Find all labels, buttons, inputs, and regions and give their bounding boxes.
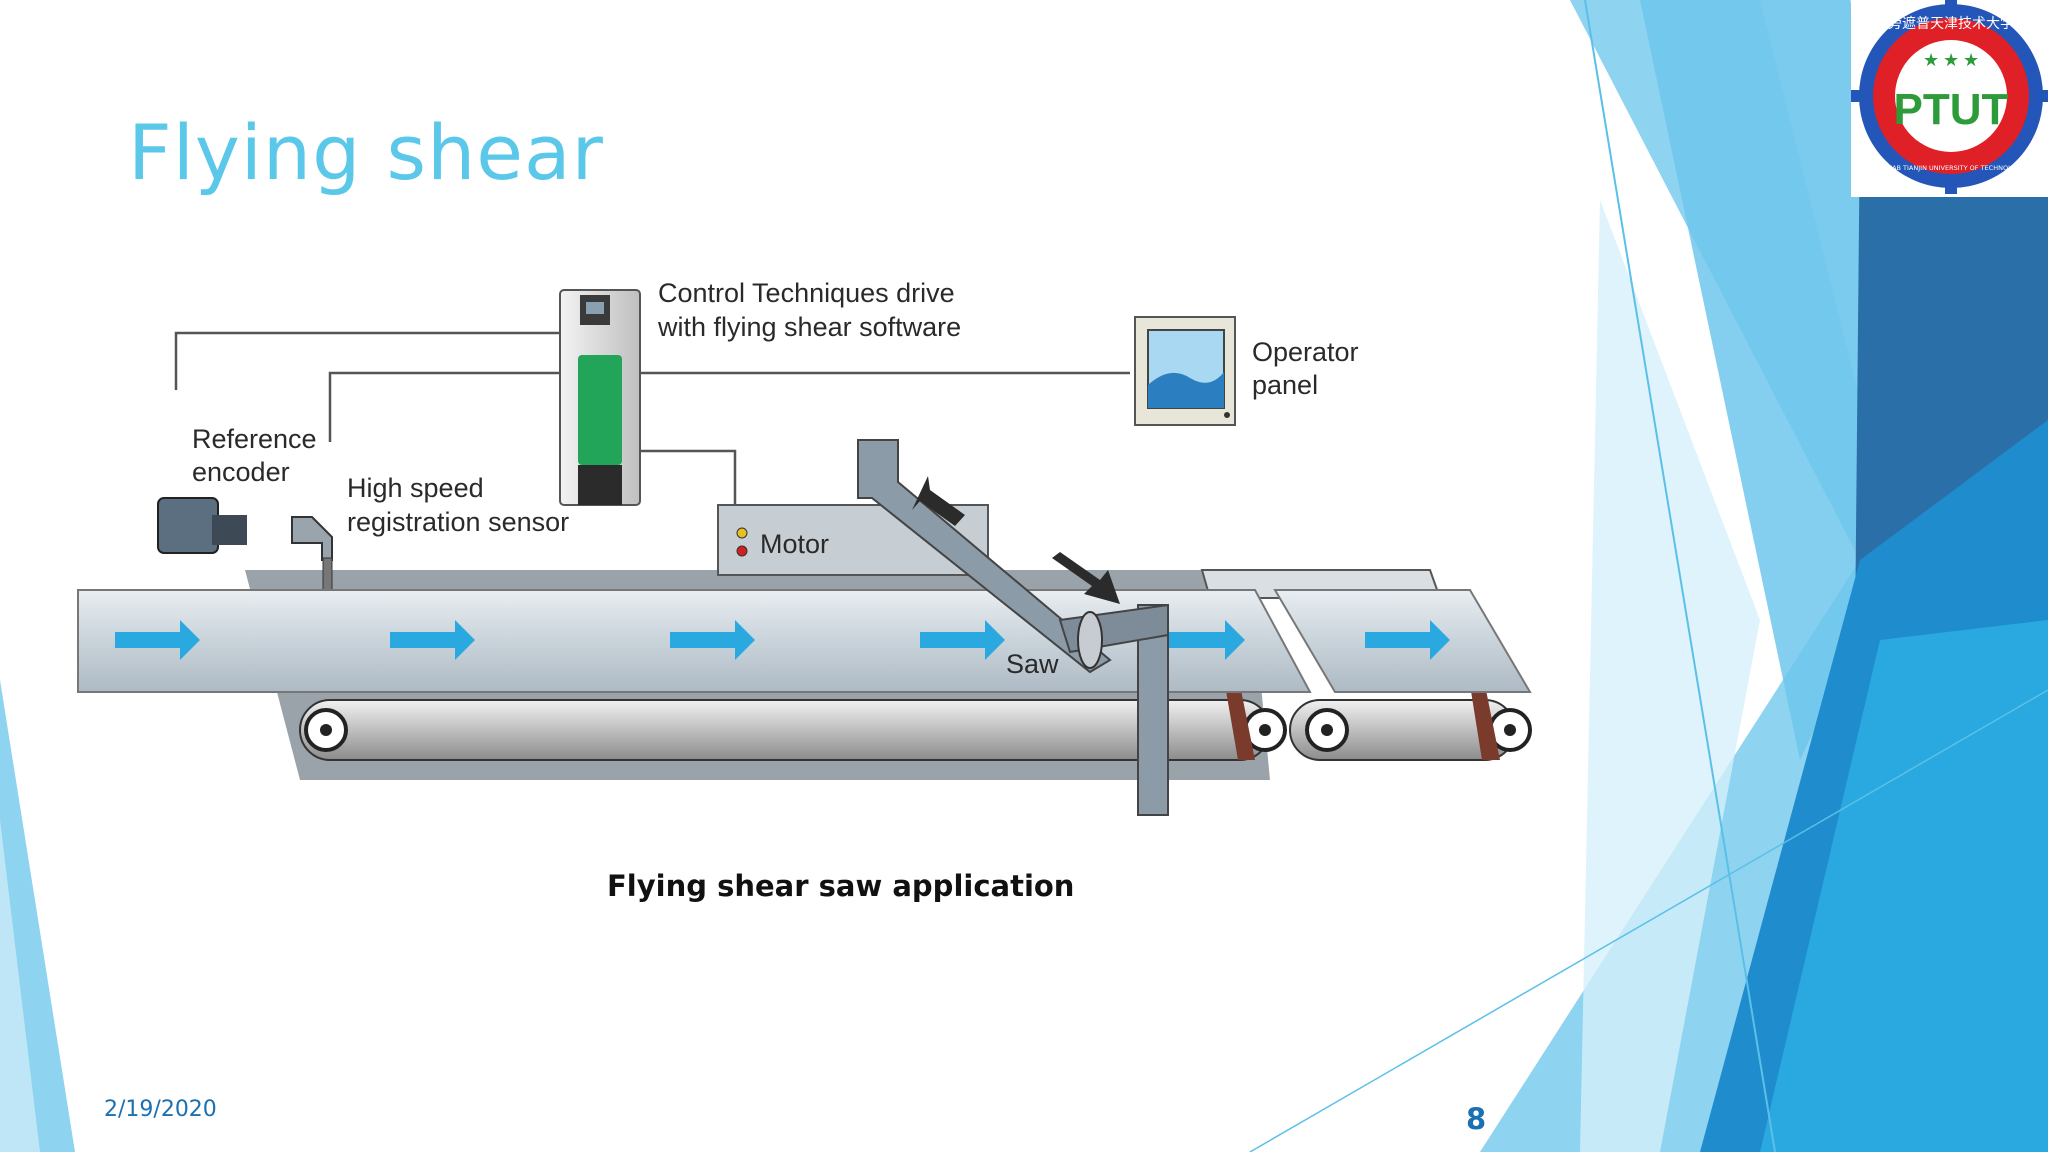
drive-label-line2: with flying shear software bbox=[657, 312, 961, 342]
slide-date: 2/19/2020 bbox=[104, 1097, 217, 1122]
flow-arrows bbox=[115, 620, 1450, 660]
svg-text:★: ★ bbox=[1923, 50, 1939, 71]
svg-text:★: ★ bbox=[1943, 50, 1959, 71]
page-number: 8 bbox=[1466, 1102, 1487, 1136]
motor-label: Motor bbox=[760, 529, 829, 559]
motion-arrow-up bbox=[912, 476, 965, 526]
flow-arrow-6 bbox=[1365, 620, 1450, 660]
encoder-label-line1: Reference bbox=[192, 424, 317, 454]
drive-label-line1: Control Techniques drive bbox=[658, 278, 955, 308]
right-facet-pale bbox=[1580, 200, 1760, 1152]
motion-arrow-down bbox=[1052, 552, 1120, 604]
conveyor-second bbox=[1200, 569, 1532, 761]
flow-arrow-1 bbox=[115, 620, 200, 660]
svg-text:★: ★ bbox=[1963, 50, 1979, 71]
saw-gantry bbox=[857, 439, 1169, 816]
control-drive bbox=[559, 289, 641, 506]
logo-chinese-text: 旁遮普天津技术大学 bbox=[1888, 15, 2014, 32]
logo-ptut-text: PTUT bbox=[1894, 85, 2009, 134]
encoder-label-line2: encoder bbox=[192, 457, 290, 487]
right-thin-line-1 bbox=[1584, 0, 1776, 1152]
flying-shear-diagram: Motor bbox=[77, 278, 1532, 816]
logo-stars: ★ ★ ★ bbox=[1923, 50, 1979, 71]
reference-encoder bbox=[157, 497, 247, 554]
flow-arrow-3 bbox=[670, 620, 755, 660]
figure-caption: Flying shear saw application bbox=[607, 869, 1075, 903]
wiring bbox=[174, 331, 1130, 513]
flow-arrow-2 bbox=[390, 620, 475, 660]
flow-arrow-5 bbox=[1160, 620, 1245, 660]
operator-panel bbox=[1134, 316, 1236, 426]
operator-label-line2: panel bbox=[1252, 370, 1318, 400]
logo-ring-text: PUNJAB TIANJIN UNIVERSITY OF TECHNOLOGY bbox=[1877, 164, 2026, 172]
saw-motion-arrows bbox=[912, 476, 1120, 604]
flow-arrow-4 bbox=[920, 620, 1005, 660]
university-logo: 旁遮普天津技术大学 ★ ★ ★ PTUT PUNJAB TIANJIN UNIV… bbox=[1851, 0, 2048, 197]
registration-sensor bbox=[291, 516, 333, 599]
right-thin-line-2 bbox=[1249, 689, 2048, 1152]
sensor-label-line2: registration sensor bbox=[347, 507, 569, 537]
sensor-label-line1: High speed bbox=[347, 473, 484, 503]
logo-gear bbox=[1851, 0, 2048, 194]
slide-title: Flying shear bbox=[128, 108, 604, 197]
left-facet-light bbox=[0, 820, 40, 1152]
saw-label: Saw bbox=[1006, 649, 1059, 679]
operator-label-line1: Operator bbox=[1252, 337, 1359, 367]
right-facet-bright bbox=[1760, 620, 2048, 1152]
